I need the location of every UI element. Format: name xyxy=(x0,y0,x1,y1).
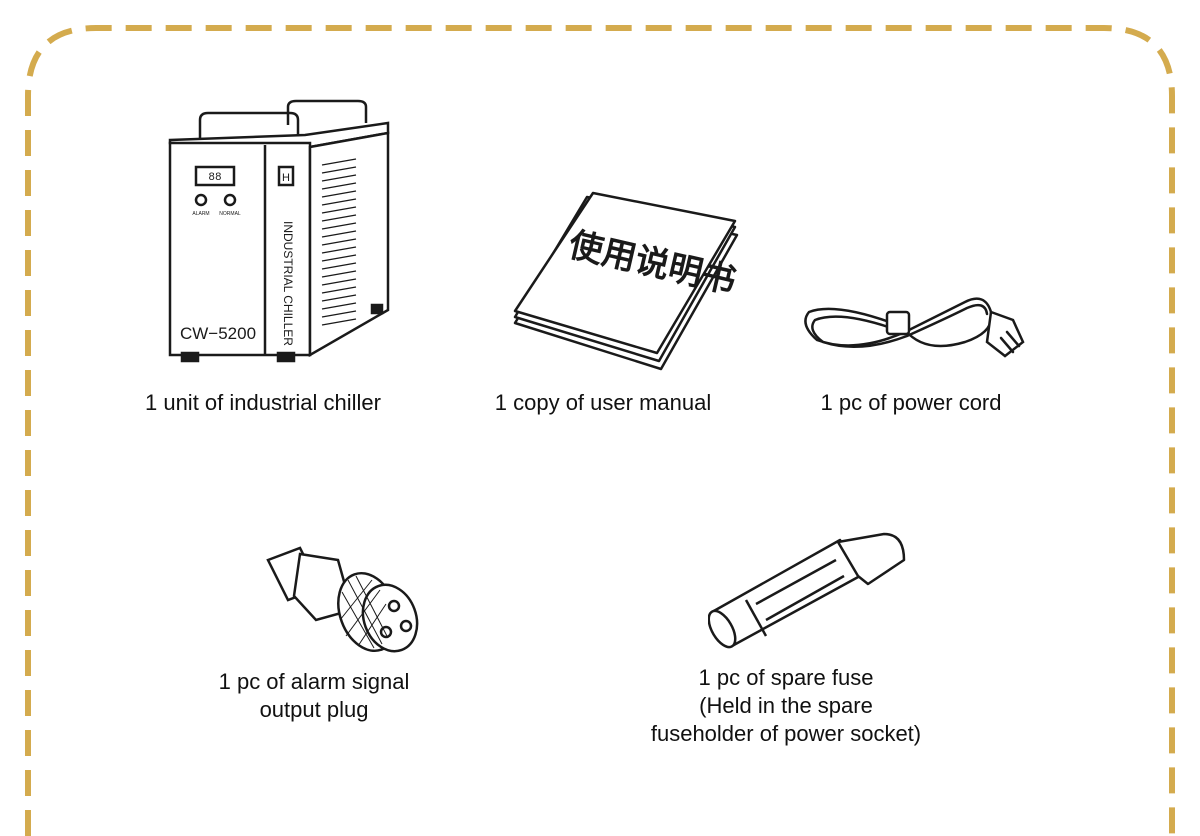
chiller-caption-line: 1 unit of industrial chiller xyxy=(144,390,381,415)
alarm-signal-plug-icon xyxy=(266,546,419,653)
chiller-model-label: CW−5200 xyxy=(180,324,256,343)
plug-caption: 1 pc of alarm signal output plug xyxy=(196,668,432,724)
chiller-side-label: INDUSTRIAL CHILLER xyxy=(281,221,295,346)
user-manual-icon: 使用说明书 xyxy=(513,191,740,371)
chiller-normal-label: NORMAL xyxy=(219,211,241,217)
plug-caption-line-2: output plug xyxy=(259,697,369,722)
power-cord-icon xyxy=(804,297,1025,358)
industrial-chiller-icon: 88 H ALARM NORMAL CW−5200 INDUSTRIAL CHI… xyxy=(168,99,390,363)
chiller-caption: 1 unit of industrial chiller xyxy=(110,389,416,417)
power-cord-caption-line: 1 pc of power cord xyxy=(820,390,1002,415)
chiller-logo-text: H xyxy=(282,172,290,184)
spare-fuse-icon xyxy=(708,532,906,649)
fuse-caption-line-1: 1 pc of spare fuse xyxy=(698,665,874,690)
power-cord-caption: 1 pc of power cord xyxy=(780,389,1042,417)
plug-caption-line-1: 1 pc of alarm signal xyxy=(218,669,410,694)
manual-caption: 1 copy of user manual xyxy=(462,389,744,417)
fuse-caption-line-2: (Held in the spare xyxy=(699,693,873,718)
fuse-caption-line-3: fuseholder of power socket) xyxy=(650,721,922,746)
chiller-alarm-label: ALARM xyxy=(192,211,209,217)
chiller-display-text: 88 xyxy=(208,172,221,184)
fuse-caption: 1 pc of spare fuse (Held in the spare fu… xyxy=(624,664,948,748)
manual-caption-line: 1 copy of user manual xyxy=(494,390,712,415)
